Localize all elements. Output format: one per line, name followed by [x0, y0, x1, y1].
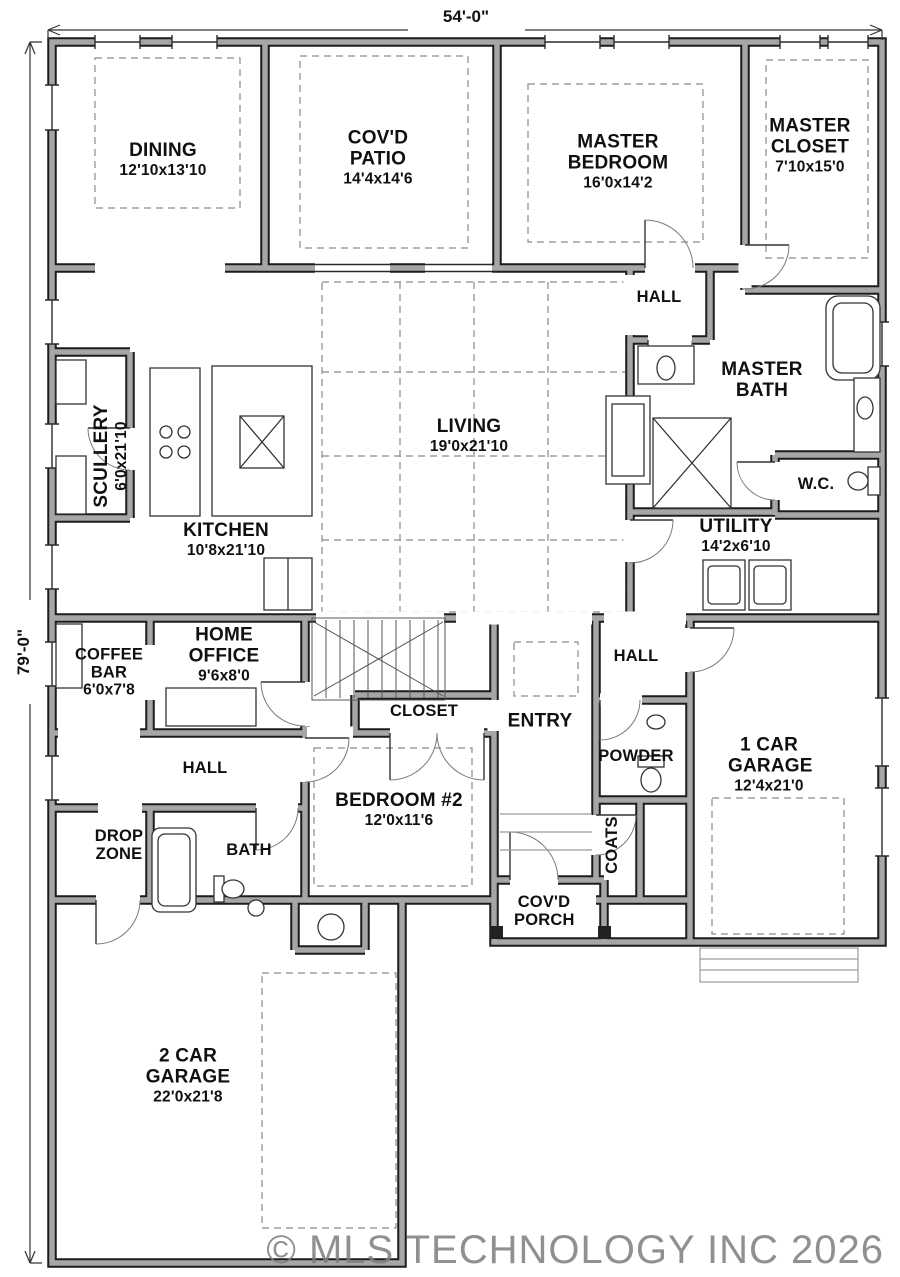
- room-label-scullery: SCULLERY 6'0x21'10: [91, 404, 130, 508]
- room-name: MASTER CLOSET: [769, 115, 851, 158]
- room-label-2-car-garage: 2 CAR GARAGE 22'0x21'8: [145, 1045, 231, 1106]
- room-name: W.C.: [797, 474, 835, 493]
- room-label-closet: CLOSET: [390, 702, 458, 720]
- room-size: 12'4x21'0: [734, 777, 804, 795]
- room-label-utility: UTILITY 14'2x6'10: [699, 516, 773, 555]
- room-label-entry: ENTRY: [507, 710, 573, 733]
- room-size: 6'0x7'8: [83, 681, 135, 699]
- room-label-wc: W.C.: [798, 475, 835, 493]
- room-name: COV'D PORCH: [514, 892, 575, 929]
- room-name: SCULLERY: [91, 404, 113, 508]
- water-heater-icon: [317, 913, 345, 941]
- room-name: HALL: [636, 287, 682, 306]
- room-label-powder: POWDER: [598, 747, 673, 765]
- sink-icon: [646, 714, 666, 730]
- room-name: COATS: [602, 816, 621, 874]
- dimension-lines: [24, 24, 883, 1264]
- room-name: KITCHEN: [183, 520, 269, 542]
- room-size: 19'0x21'10: [429, 437, 509, 455]
- coffee-bar-counter: [55, 623, 83, 689]
- room-name: UTILITY: [699, 516, 773, 538]
- room-size: 12'10x13'10: [119, 161, 207, 179]
- porch-posts: [490, 926, 611, 939]
- kitchen-counter: [149, 367, 201, 517]
- room-label-dining: DINING 12'10x13'10: [119, 140, 207, 179]
- room-size: 16'0x14'2: [583, 174, 653, 192]
- room-size: 14'2x6'10: [701, 537, 771, 555]
- room-name: COV'D PATIO: [347, 127, 409, 170]
- room-name: DINING: [129, 140, 197, 162]
- room-name: 1 CAR GARAGE: [728, 734, 813, 777]
- room-label-master-bedroom: MASTER BEDROOM 16'0x14'2: [566, 131, 670, 192]
- room-name: BATH: [226, 840, 272, 859]
- sink-icon: [247, 899, 265, 917]
- watermark-text: © MLS TECHNOLOGY INC 2026: [266, 1228, 884, 1272]
- sink-icon: [856, 396, 874, 420]
- room-size: 14'4x14'6: [343, 170, 413, 188]
- room-name: POWDER: [598, 746, 674, 765]
- room-size: 9'6x8'0: [198, 667, 250, 685]
- room-label-covd-porch: COV'D PORCH: [514, 893, 574, 929]
- dimension-height-label: 79'-0": [14, 622, 34, 682]
- room-size: 7'10x15'0: [775, 158, 845, 176]
- dimension-width-label: 54'-0": [436, 7, 496, 27]
- room-label-home-office: HOME OFFICE 9'6x8'0: [186, 624, 262, 685]
- scullery-counter: [55, 359, 87, 405]
- room-label-1-car-garage: 1 CAR GARAGE 12'4x21'0: [728, 734, 813, 795]
- room-label-kitchen: KITCHEN 10'8x21'10: [183, 520, 269, 559]
- room-name: BEDROOM #2: [335, 790, 463, 812]
- step-lines: [500, 813, 859, 983]
- room-label-covd-patio: COV'D PATIO 14'4x14'6: [343, 127, 413, 188]
- fixtures: [55, 295, 881, 941]
- toilet-icon: [867, 466, 881, 496]
- room-name: ENTRY: [507, 710, 573, 732]
- room-label-master-closet: MASTER CLOSET 7'10x15'0: [768, 115, 852, 176]
- room-label-bath: BATH: [226, 841, 271, 859]
- room-size: 22'0x21'8: [153, 1088, 223, 1106]
- room-name: 2 CAR GARAGE: [145, 1045, 231, 1088]
- room-label-hall-right: HALL: [614, 647, 659, 665]
- room-label-hall-left: HALL: [183, 759, 228, 777]
- room-name: COFFEE BAR: [74, 645, 144, 682]
- room-name: HALL: [613, 646, 659, 665]
- room-label-hall-master: HALL: [637, 288, 682, 306]
- stairs: [311, 617, 446, 701]
- room-name: DROP ZONE: [94, 826, 144, 863]
- room-label-coats: COATS: [603, 816, 621, 874]
- room-size: 12'0x11'6: [364, 811, 434, 829]
- room-name: MASTER BATH: [721, 359, 803, 401]
- room-name: HALL: [182, 758, 228, 777]
- room-size: 10'8x21'10: [186, 541, 266, 559]
- scullery-counter: [55, 455, 87, 515]
- room-label-master-bath: MASTER BATH: [718, 359, 806, 402]
- room-name: MASTER BEDROOM: [567, 131, 669, 174]
- sink-icon: [656, 355, 676, 381]
- room-label-drop-zone: DROP ZONE: [92, 827, 146, 863]
- room-name: LIVING: [436, 416, 502, 438]
- room-label-coffee-bar: COFFEE BAR 6'0x7'8: [74, 645, 144, 698]
- room-size: 6'0x21'10: [112, 421, 130, 491]
- room-name: CLOSET: [389, 701, 459, 720]
- office-desk: [165, 687, 257, 727]
- windows: [45, 35, 889, 857]
- toilet-icon: [637, 755, 665, 768]
- room-label-bedroom-2: BEDROOM #2 12'0x11'6: [335, 790, 463, 829]
- room-name: HOME OFFICE: [188, 624, 260, 667]
- room-label-living: LIVING 19'0x21'10: [429, 416, 509, 455]
